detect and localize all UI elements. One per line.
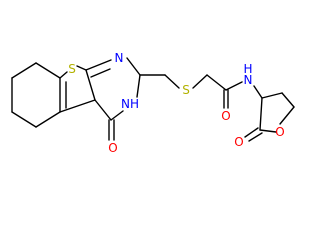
atom-labels: S N NH O S O N H O O xyxy=(68,51,285,155)
atom-s-thiophene: S xyxy=(68,62,76,76)
atom-s-thioether: S xyxy=(182,83,190,97)
atom-o-lactone-carbonyl: O xyxy=(234,135,243,149)
atom-o-amide: O xyxy=(221,109,230,123)
atom-o-keto: O xyxy=(108,141,117,155)
atom-n-ring-1: N xyxy=(115,51,124,65)
molecule-structure-diagram: S N NH O S O N H O O xyxy=(11,51,295,155)
atom-n-amide: N xyxy=(244,73,253,87)
atom-h-amide: H xyxy=(243,62,252,76)
atom-o-lactone-ring: O xyxy=(275,125,284,139)
atom-nh-ring-3: NH xyxy=(121,97,139,111)
bond-lines xyxy=(11,57,295,142)
